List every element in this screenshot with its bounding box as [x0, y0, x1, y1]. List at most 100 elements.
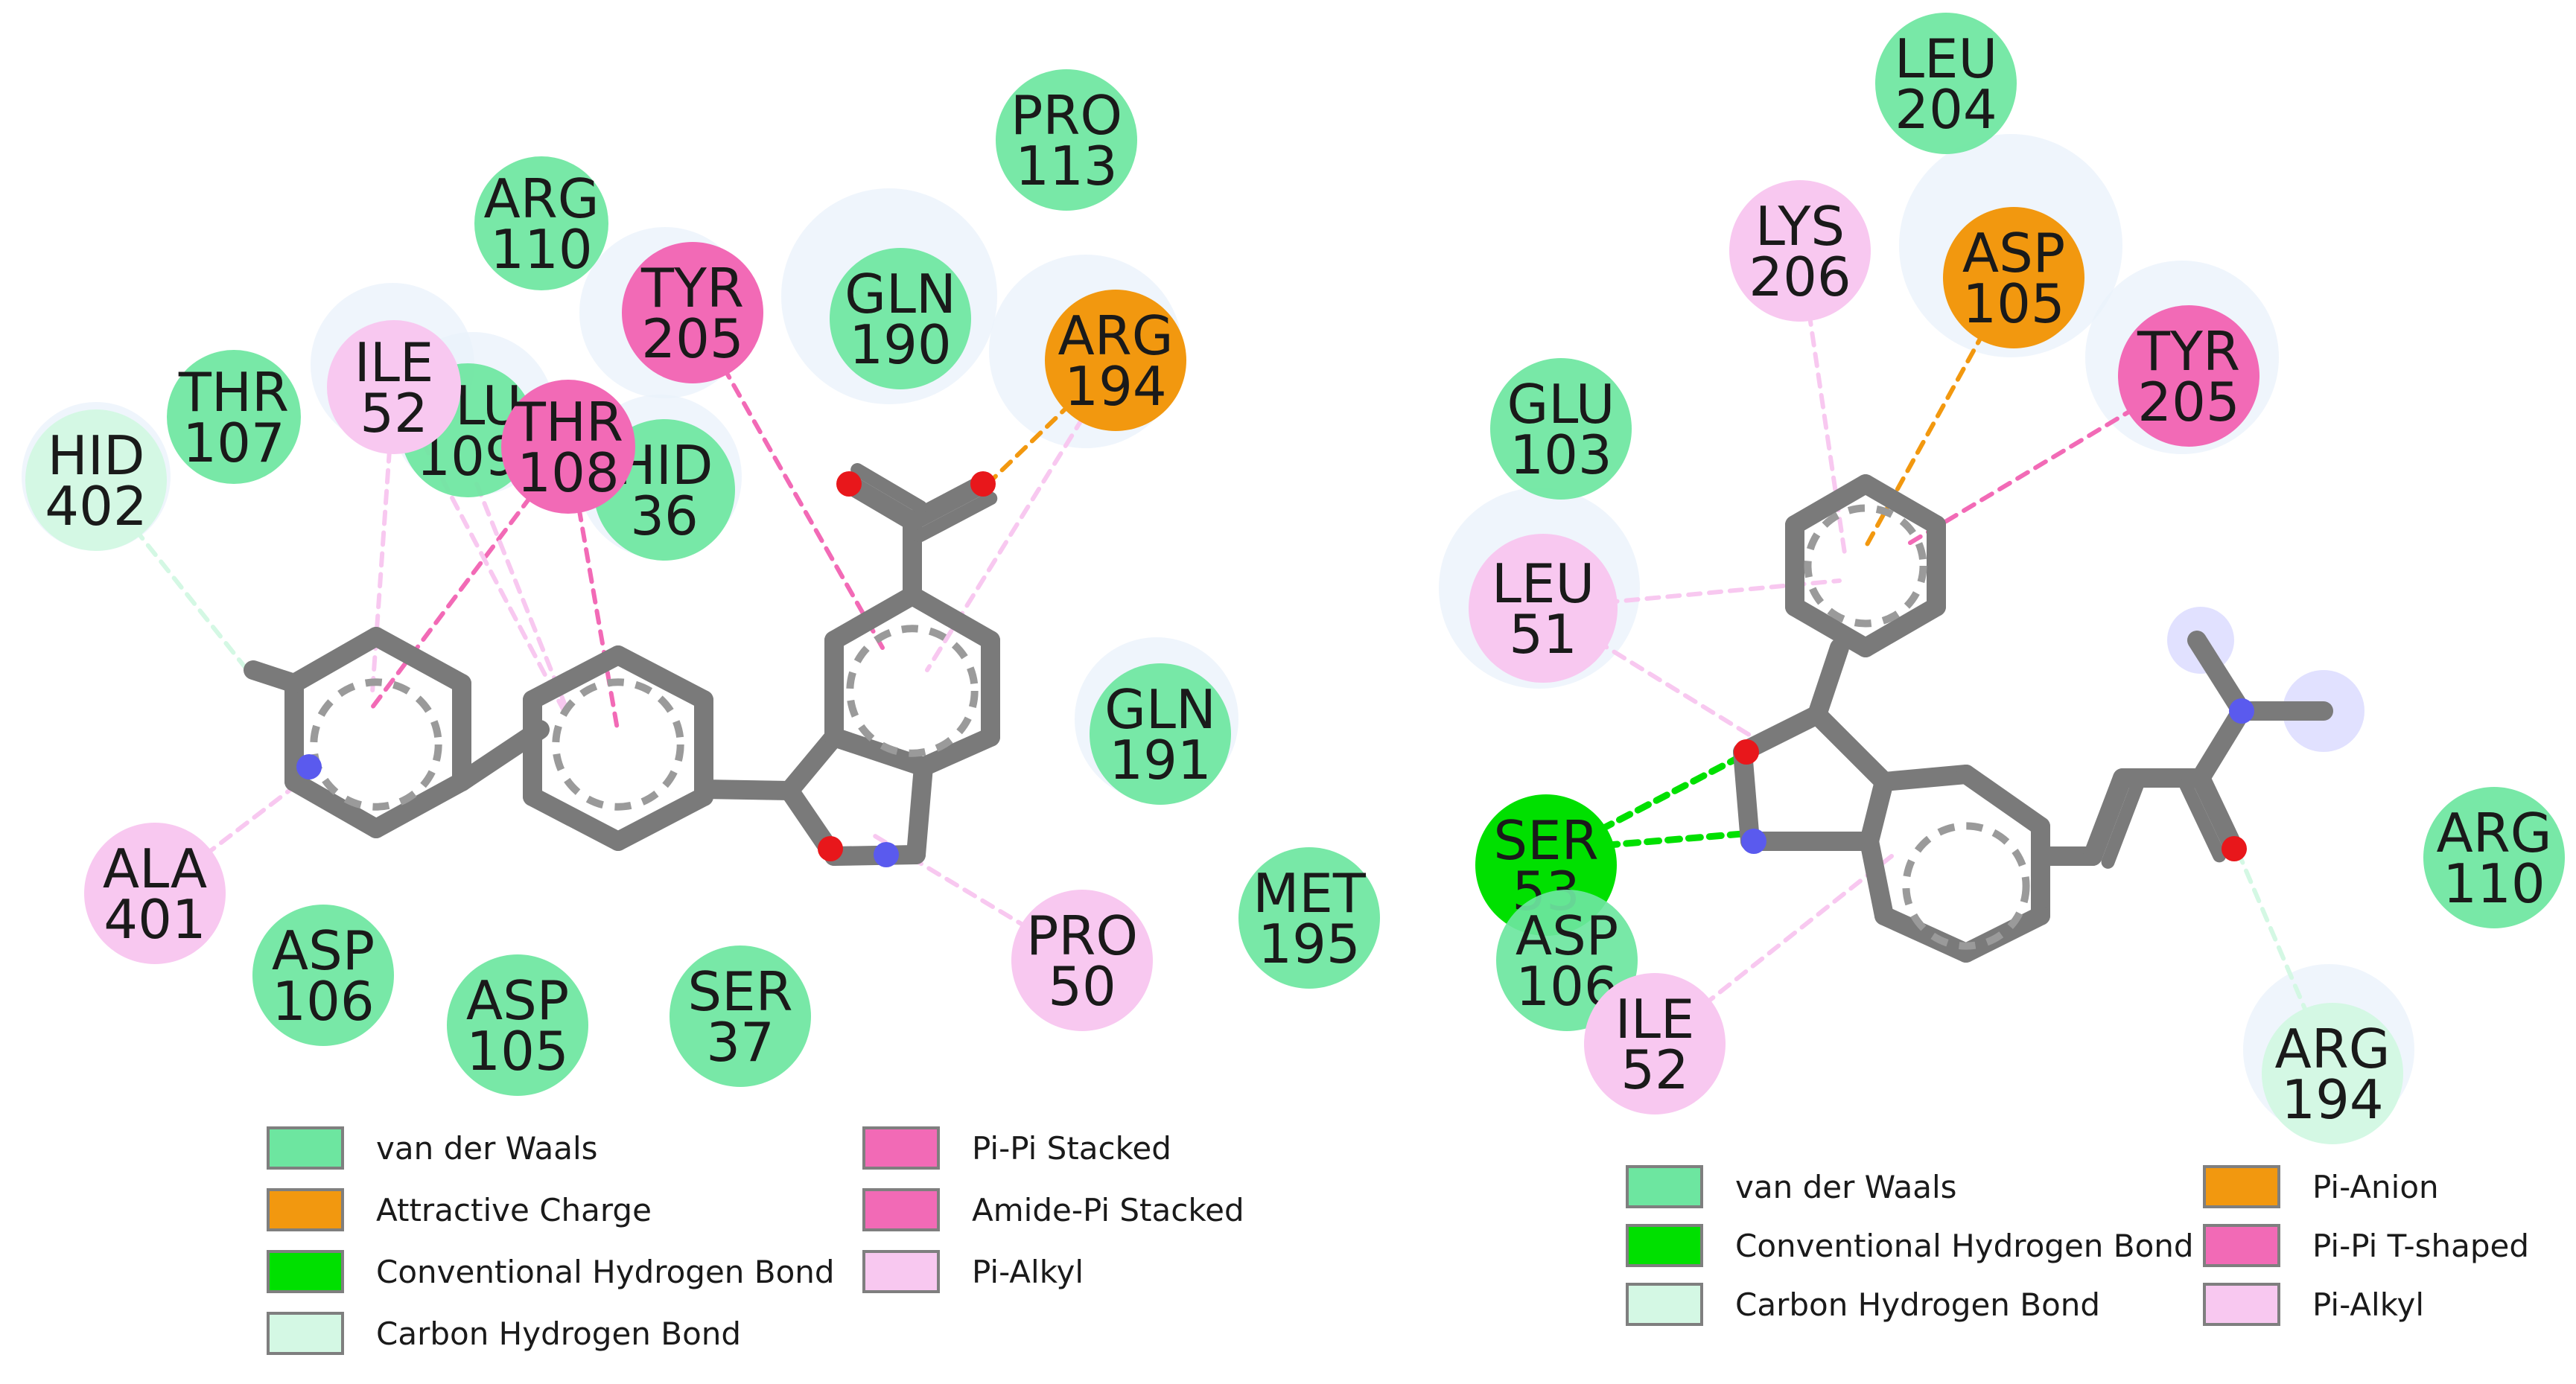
residue-circle: [1011, 890, 1153, 1031]
ligand-bond: [366, 772, 471, 838]
ligand-bond: [2191, 701, 2251, 788]
ligand-bond: [2083, 768, 2132, 866]
legend-item-van-der-waals: van der Waals: [267, 1126, 598, 1170]
legend-label: Conventional Hydrogen Bond: [1735, 1228, 2194, 1264]
ligand-bond: [824, 586, 922, 650]
residue-number: 205: [2137, 371, 2239, 433]
legend-label: Carbon Hydrogen Bond: [376, 1316, 741, 1352]
residue-name: ILE: [1615, 988, 1695, 1050]
ligand-bond: [1956, 906, 2050, 963]
legend-label: Pi-Alkyl: [2312, 1286, 2424, 1323]
ligand-bond: [903, 586, 1000, 650]
residue-number: 36: [630, 485, 699, 547]
residue-number: 105: [466, 1020, 568, 1082]
residue-name: LEU: [1895, 28, 1997, 90]
legend-swatch: [1626, 1283, 1703, 1326]
legend-item-pi-anion: Pi-Anion: [2203, 1165, 2439, 1208]
nitrogen-atom: [874, 842, 899, 867]
legend-swatch: [862, 1126, 940, 1170]
ligand-bond: [1874, 906, 1976, 963]
residue-circle: [501, 380, 635, 514]
residue-number: 51: [1509, 603, 1577, 666]
ligand-bond: [2187, 631, 2251, 721]
legend-swatch: [2203, 1224, 2280, 1267]
ligand-bond: [1856, 597, 1946, 657]
legend-item-amide-pi-stacked: Amide-Pi Stacked: [862, 1188, 1244, 1231]
legend-label: Pi-Pi T-shaped: [2312, 1228, 2529, 1264]
legend-item-attractive-charge: Attractive Charge: [267, 1188, 652, 1231]
residue-name: THR: [178, 361, 289, 424]
oxygen-atom: [970, 471, 996, 497]
residue-name: THR: [512, 391, 623, 453]
legend-swatch: [2203, 1283, 2280, 1326]
residue-number: 402: [45, 475, 147, 538]
residue-circle: [996, 69, 1137, 211]
ligand-double-bond: [913, 491, 998, 543]
ligand-double-bond: [850, 463, 928, 514]
residue-name: GLN: [1104, 678, 1216, 741]
oxygen-atom: [818, 836, 843, 861]
ligand-bond: [903, 474, 993, 531]
ligand-bond: [1785, 597, 1875, 657]
legend-item-pi-alkyl: Pi-Alkyl: [862, 1250, 1084, 1293]
residue-number: 108: [517, 441, 619, 504]
residue-number: 194: [2281, 1068, 2383, 1131]
residue-circle: [2423, 787, 2565, 928]
legend-label: Pi-Alkyl: [972, 1254, 1084, 1290]
residue-circle: [1045, 290, 1186, 431]
legend-item-carbon-hydrogen-bond: Carbon Hydrogen Bond: [1626, 1283, 2100, 1326]
residue-number: 52: [1621, 1039, 1689, 1101]
residue-circle: [1584, 973, 1726, 1114]
residue-name: ARG: [1058, 304, 1173, 367]
residue-number: 37: [706, 1011, 775, 1074]
nitrogen-atom: [1741, 829, 1766, 854]
ligand-bond: [608, 645, 713, 709]
legend-label: Attractive Charge: [376, 1192, 652, 1228]
ligand-structure: [244, 463, 1000, 867]
legend-label: Pi-Pi Stacked: [972, 1130, 1171, 1167]
aromatic-ring: [1804, 504, 1927, 628]
residue-circle: [1496, 890, 1638, 1031]
residue-name: ARG: [2274, 1018, 2390, 1080]
residue-number: 113: [1015, 135, 1117, 197]
ligand-bond: [366, 627, 471, 693]
residue-name: ASP: [1516, 905, 1618, 967]
ligand-structure: [1733, 474, 2364, 963]
ligand-bond: [694, 779, 799, 800]
residue-name: SER: [1493, 809, 1598, 872]
residue-number: 206: [1749, 246, 1851, 308]
legend-label: Pi-Anion: [2312, 1169, 2439, 1205]
aromatic-ring: [310, 678, 442, 811]
residue-name: HID: [48, 424, 145, 487]
legend-swatch: [267, 1312, 344, 1355]
residue-circle: [1729, 180, 1871, 322]
legend-label: Carbon Hydrogen Bond: [1735, 1286, 2100, 1323]
residue-circle: [670, 945, 811, 1087]
residue-name: ASP: [272, 919, 375, 982]
legend-item-pi-pi-stacked: Pi-Pi Stacked: [862, 1126, 1171, 1170]
residue-number: 52: [360, 382, 428, 444]
legend-label: van der Waals: [1735, 1169, 1957, 1205]
legend-swatch: [267, 1250, 344, 1293]
legend-item-pi-pi-t-shaped: Pi-Pi T-shaped: [2203, 1224, 2529, 1267]
legend-swatch: [1626, 1224, 1703, 1267]
residue-number: 190: [849, 313, 951, 376]
residue-number: 103: [1510, 424, 1612, 486]
residue-name: ILE: [354, 331, 434, 394]
